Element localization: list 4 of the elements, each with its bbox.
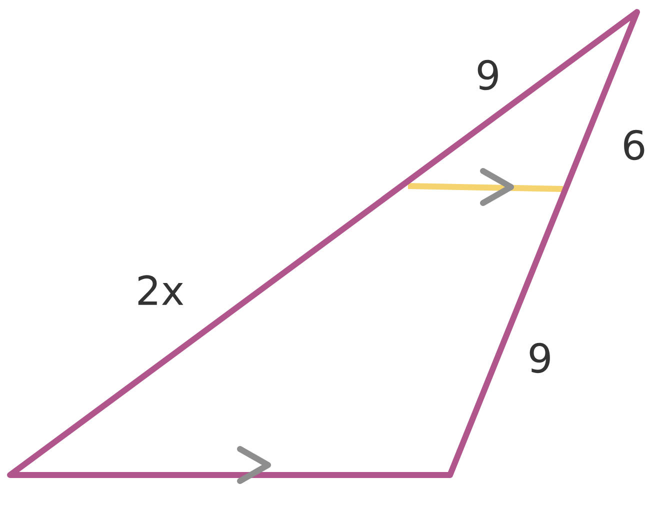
side-label: 9 [478,60,498,90]
side-label: 2x [138,275,184,305]
side-label: 9 [530,342,550,374]
side-label: 6 [624,130,644,160]
